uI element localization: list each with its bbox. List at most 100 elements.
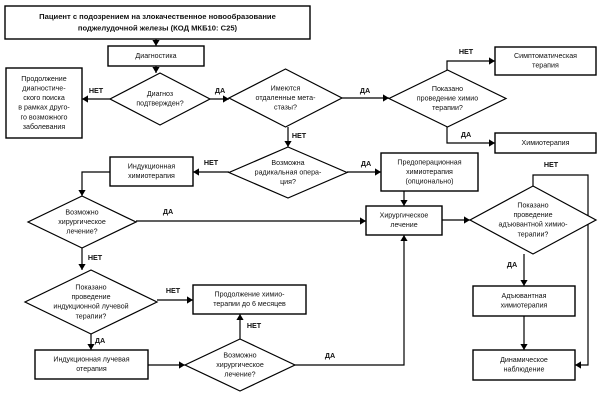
process-box — [4, 5, 311, 40]
flow-edge-e-radio-no — [157, 296, 193, 304]
flow-node-diagnosis-confirmed[interactable]: Диагноз подтвержден? — [108, 72, 212, 126]
node-label-line: (опционально) — [405, 177, 453, 185]
node-label-line: терапии? — [76, 312, 107, 320]
edge-label-e-surgery1-yes: ДА — [163, 207, 173, 216]
node-label-line: Динамическое — [500, 356, 548, 364]
edge-label-e-adjuvant-yes: ДА — [507, 260, 517, 269]
node-label-line: ского поиска — [23, 94, 65, 102]
flow-edge-e-radio-surgery2 — [148, 361, 185, 369]
node-label-line: Продолжение — [21, 75, 66, 83]
process-box — [380, 152, 479, 192]
node-label-line: лечение? — [66, 227, 97, 235]
decision-diamond — [227, 146, 349, 199]
flow-edge-e-metastases-no — [284, 127, 292, 147]
node-label-line: терапии до 6 месяцев — [213, 300, 286, 308]
node-label-line: Возможно — [223, 351, 256, 359]
node-label-line: Диагноз — [147, 90, 173, 98]
node-label-line: терапия — [532, 62, 559, 70]
node-label-line: Химиотерапия — [522, 139, 570, 147]
decision-diamond — [108, 72, 212, 126]
node-label-line: ция? — [280, 178, 296, 186]
node-label-line: проведение — [71, 293, 110, 301]
flow-node-chemotherapy[interactable]: Химиотерапия — [494, 132, 597, 154]
process-box — [192, 284, 307, 315]
flow-edge-e-adjuvant-no — [532, 174, 589, 369]
node-label-line: го возможного — [21, 113, 68, 121]
flow-node-start[interactable]: Пациент с подозрением на злокачественное… — [4, 5, 311, 40]
decision-diamond — [227, 68, 344, 128]
edge-label-e-radical-yes: ДА — [361, 159, 371, 168]
process-box — [494, 132, 597, 154]
flow-edge-e-surgery2-no — [236, 314, 244, 339]
node-label-line: Индукционная — [128, 163, 176, 171]
node-label-line: терапии? — [518, 230, 549, 238]
node-label-line: диагностиче- — [22, 84, 66, 92]
flow-edge-e-adjuvant-dynamic — [520, 316, 528, 350]
flow-node-continue-chemo-6m[interactable]: Продолжение химио-терапии до 6 месяцев — [192, 284, 307, 315]
node-label-line: Пациент с подозрением на злокачественное… — [39, 12, 276, 21]
flow-node-symptomatic-therapy[interactable]: Симптоматическая терапия — [494, 46, 597, 76]
node-label-line: хирургическое — [58, 218, 106, 226]
node-label-line: Диагностика — [135, 52, 176, 60]
node-label-line: стазы? — [274, 103, 297, 111]
process-box — [107, 45, 205, 67]
process-box — [472, 285, 576, 317]
edge-label-e-surgery2-yes: ДА — [325, 351, 335, 360]
flow-node-preop-chemo[interactable]: Предоперационнаяхимиотерапия(опционально… — [380, 152, 479, 192]
node-label-line: отдаленные мета- — [256, 94, 317, 102]
node-label-line: отерапия — [76, 365, 107, 373]
edge-label-e-confirmed-no: НЕТ — [89, 86, 104, 95]
edge-label-e-confirmed-yes: ДА — [215, 86, 225, 95]
node-label-line: Симптоматическая — [514, 52, 577, 60]
decision-diamond — [23, 269, 159, 335]
flow-edge-e-confirmed-no — [82, 95, 110, 103]
node-label-line: лечение? — [224, 370, 255, 378]
flow-edge-e-start-diagnostics — [152, 39, 160, 46]
edge-label-e-metastases-yes: ДА — [360, 86, 370, 95]
node-label-line: Показано — [517, 201, 548, 209]
node-label-line: индукционной лучевой — [53, 303, 128, 311]
flow-edge-e-preop-surgical — [400, 191, 408, 206]
process-box — [109, 156, 194, 187]
process-box — [34, 349, 149, 380]
node-label-line: Показано — [432, 85, 463, 93]
node-label-line: проведение химио — [417, 94, 478, 102]
decision-diamond — [468, 185, 598, 255]
process-box — [365, 205, 443, 236]
node-label-line: проведение — [513, 211, 552, 219]
edge-label-e-chemo-no: НЕТ — [459, 47, 474, 56]
node-label-line: подтвержден? — [136, 100, 183, 108]
flow-edge-e-surgery2-yes — [295, 235, 408, 366]
edge-label-e-radio-yes: ДА — [95, 336, 105, 345]
edge-label-e-adjuvant-no: НЕТ — [544, 160, 559, 169]
decision-diamond — [183, 338, 297, 392]
node-label-line: Адъювантная — [502, 292, 547, 300]
node-label-line: терапии? — [432, 104, 463, 112]
process-box — [5, 67, 83, 139]
decision-diamond — [387, 69, 508, 128]
node-label-line: заболевания — [23, 123, 66, 131]
flow-node-diagnostics[interactable]: Диагностика — [107, 45, 205, 67]
flow-edge-e-surgery1-yes — [136, 217, 366, 225]
node-label-line: хирургическое — [216, 361, 264, 369]
node-label-line: Хирургическое — [380, 212, 429, 220]
edge-label-e-chemo-yes: ДА — [461, 130, 471, 139]
flow-edge-e-chemo-yes — [446, 127, 495, 147]
node-label-line: радикальная опера- — [255, 168, 322, 176]
flow-edge-e-confirmed-yes — [210, 95, 229, 103]
